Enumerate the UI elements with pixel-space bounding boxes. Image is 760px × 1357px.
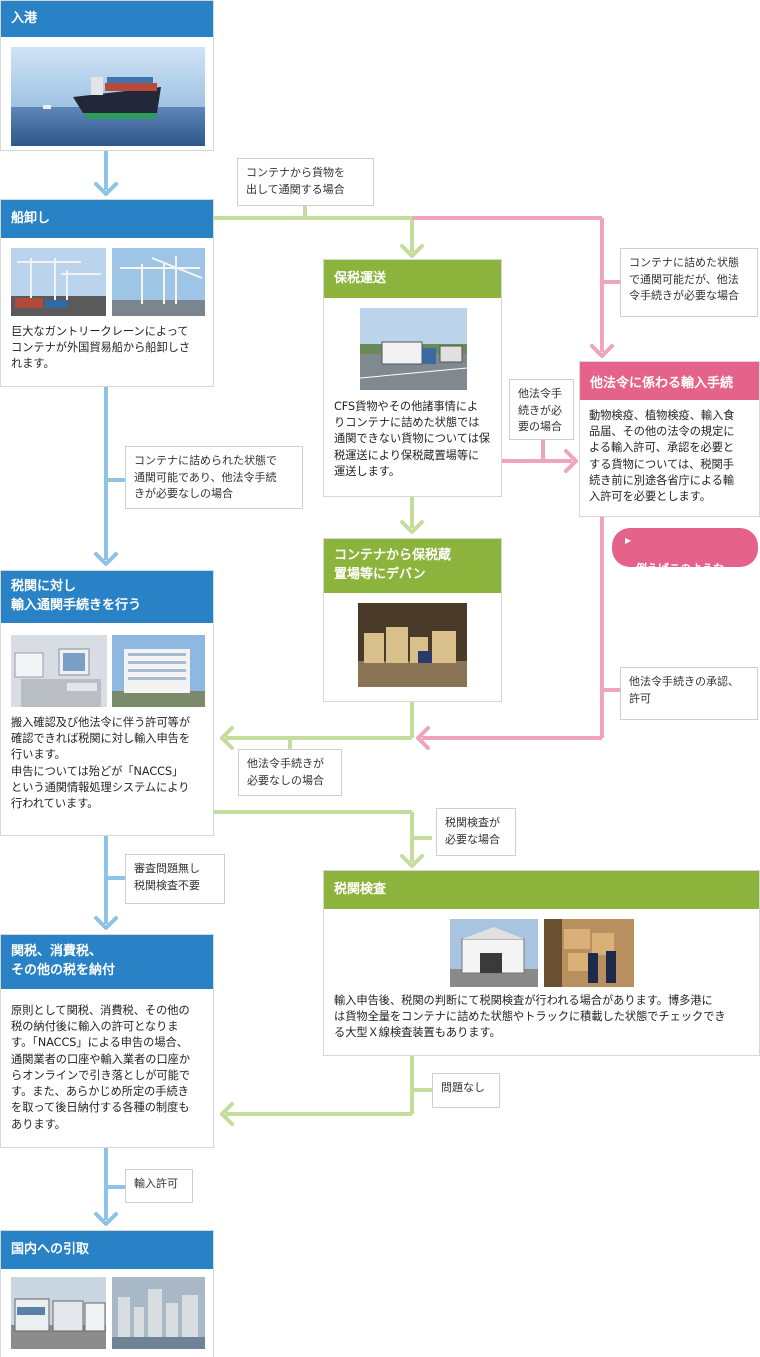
triangle-right-icon: ▶	[625, 536, 632, 545]
note-no-problem: 問題なし	[432, 1073, 500, 1108]
customs-building-photo	[112, 635, 205, 707]
step-devanning: コンテナから保税蔵 置場等にデバン	[323, 538, 502, 702]
step-customs-declaration-text: 搬入確認及び他法令に伴う許可等が 確認できれば税関に対し輸入申告を 行います。 …	[11, 716, 191, 811]
step-customs-inspection-title: 税関検査	[324, 871, 759, 909]
step-customs-declaration-title: 税関に対し 輸入通関手続きを行う	[1, 571, 213, 623]
step-devanning-title: コンテナから保税蔵 置場等にデバン	[324, 539, 501, 593]
step-bonded-transport-text: CFS貨物やその他諸事情によ りコンテナに詰めた状態では 通関できない貨物につい…	[334, 400, 491, 478]
note-inspection-needed: 税関検査が 必要な場合	[436, 808, 516, 856]
step-domestic-delivery: 国内への引取	[0, 1230, 214, 1357]
note-no-issue-no-inspection: 審査問題無し 税関検査不要	[125, 854, 225, 904]
step-domestic-delivery-title: 国内への引取	[1, 1231, 213, 1269]
note-unpack-container: コンテナから貨物を 出して通関する場合	[237, 158, 374, 206]
step-unloading-text: 巨大なガントリークレーンによって コンテナが外国貿易船から船卸しさ れます。	[11, 325, 191, 371]
step-other-law-procedures: 他法令に係わる輸入手続 動物検疫、植物検疫、輸入食 品届、その他の法令の規定に …	[579, 361, 760, 517]
step-tax-payment-text: 原則として関税、消費税、その他の 税の納付後に輸入の許可となりま す。「NACC…	[11, 1004, 191, 1131]
step-customs-inspection: 税関検査 輸入申告後、税関の判断にて税関検査が行われる場合があります。博多港に …	[323, 870, 760, 1056]
step-tax-payment-title: 関税、消費税、 その他の税を納付	[1, 935, 213, 989]
example-imports-button-label: 例えばこのような ものを輸入する場合	[636, 561, 735, 590]
note-other-law-needed: 他法令手 続きが必 要の場合	[509, 379, 574, 440]
city-aerial-photo	[112, 1277, 205, 1349]
warehouse-cargo-photo	[358, 603, 467, 687]
step-arrival-title: 入港	[1, 1, 213, 37]
note-container-other-law-required: コンテナに詰めた状態 で通関可能だが、他法 令手続きが必要な場合	[620, 248, 758, 317]
step-customs-inspection-text: 輸入申告後、税関の判断にて税関検査が行われる場合があります。博多港に は貨物全量…	[334, 994, 726, 1040]
step-tax-payment: 関税、消費税、 その他の税を納付 原則として関税、消費税、その他の 税の納付後に…	[0, 934, 214, 1148]
step-unloading: 船卸し 巨大なガントリークレーンによって コンテナが外国貿易船から船卸しさ れま…	[0, 199, 214, 387]
step-unloading-title: 船卸し	[1, 200, 213, 238]
truck-transport-photo	[360, 308, 467, 390]
container-ship-photo	[11, 47, 205, 146]
x-ray-facility-photo	[450, 919, 538, 987]
step-other-law-procedures-text: 動物検疫、植物検疫、輸入食 品届、その他の法令の規定に よる輸入許可、承認を必要…	[589, 409, 735, 504]
trucks-photo	[11, 1277, 106, 1349]
step-customs-declaration: 税関に対し 輸入通関手続きを行う 搬入確認及び他法令に伴う許可等が 確認できれば…	[0, 570, 214, 836]
note-other-law-not-needed: 他法令手続きが 必要なしの場合	[238, 749, 342, 796]
note-import-permit: 輸入許可	[125, 1169, 193, 1203]
step-arrival: 入港	[0, 0, 214, 151]
step-other-law-procedures-title: 他法令に係わる輸入手続	[580, 362, 759, 400]
note-other-law-approved: 他法令手続きの承認、 許可	[620, 667, 758, 720]
example-imports-button[interactable]: ▶ 例えばこのような ものを輸入する場合	[612, 528, 758, 590]
office-computer-photo	[11, 635, 107, 707]
inspection-officers-photo	[544, 919, 634, 987]
step-bonded-transport-title: 保税運送	[324, 260, 501, 298]
gantry-crane-photo-2	[112, 248, 205, 316]
note-container-no-other-law: コンテナに詰められた状態で 通関可能であり、他法令手続 きが必要なしの場合	[125, 446, 303, 509]
step-bonded-transport: 保税運送 CFS貨物やその他諸事情によ りコンテナに詰めた状態では 通関できない…	[323, 259, 502, 497]
gantry-crane-photo-1	[11, 248, 106, 316]
